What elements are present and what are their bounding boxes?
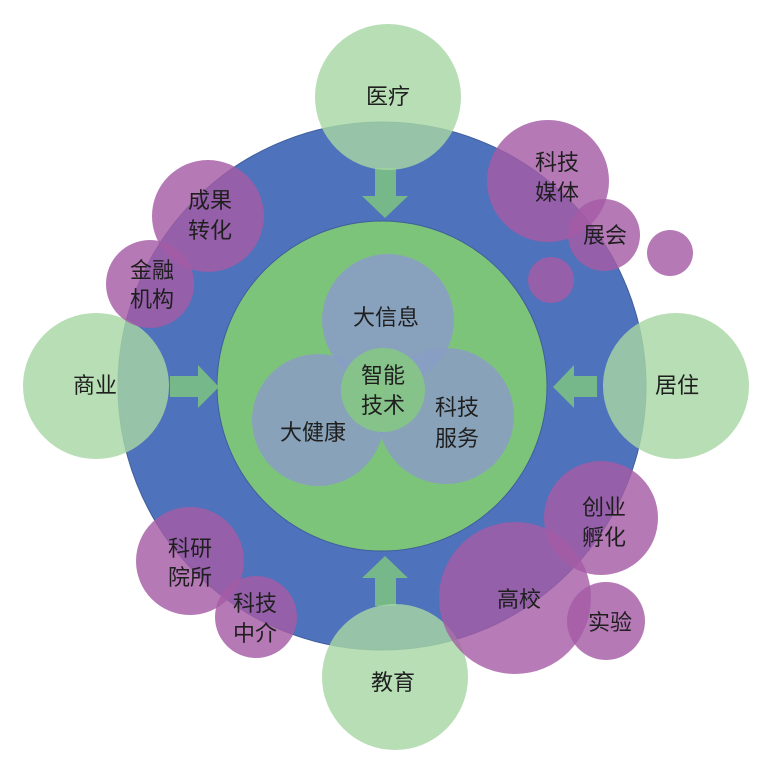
label-lab: 实验	[588, 611, 632, 636]
label-incubation-1: 创业	[582, 496, 626, 521]
bubble-achievement	[152, 160, 264, 272]
bubble-research	[136, 507, 244, 615]
bubble-finance	[106, 240, 194, 328]
arrows	[170, 168, 597, 606]
venn-center	[341, 348, 425, 432]
label-incubation-2: 孵化	[582, 526, 626, 551]
arrow-right	[553, 365, 597, 408]
label-finance-2: 机构	[130, 288, 174, 313]
label-core-center-2: 技术	[361, 394, 405, 419]
label-core-right-2: 服务	[435, 427, 479, 452]
label-achievement-1: 成果	[188, 189, 232, 214]
label-core-center-1: 智能	[361, 364, 405, 389]
label-finance-1: 金融	[130, 259, 174, 284]
label-research-1: 科研	[168, 537, 212, 562]
sector-bubble-top	[315, 24, 461, 170]
bubble-incubation	[544, 461, 658, 575]
arrow-bottom	[362, 556, 408, 606]
bubble-lab	[567, 582, 645, 660]
bubble-small-2	[528, 257, 574, 303]
arrow-left	[170, 365, 219, 408]
label-sector-left: 商业	[73, 374, 117, 399]
label-agency-2: 中介	[233, 622, 277, 647]
service-bubbles	[106, 120, 693, 674]
label-sector-top: 医疗	[366, 85, 410, 110]
bubble-university	[439, 522, 591, 674]
label-research-2: 院所	[168, 566, 212, 591]
label-media-1: 科技	[535, 151, 579, 176]
label-sector-right: 居住	[655, 374, 699, 399]
core-venn	[252, 254, 514, 486]
label-expo: 展会	[583, 224, 627, 249]
bubble-small-1	[647, 230, 693, 276]
label-agency-1: 科技	[233, 592, 277, 617]
label-core-top: 大信息	[353, 306, 419, 331]
sector-bubbles	[23, 24, 749, 750]
sector-bubble-right	[603, 313, 749, 459]
sector-bubble-bottom	[322, 604, 468, 750]
bubble-expo	[568, 199, 640, 271]
label-achievement-2: 转化	[188, 219, 232, 244]
bubble-agency	[215, 576, 297, 658]
arrow-top	[362, 168, 408, 218]
sector-bubble-left	[23, 313, 169, 459]
label-sector-bottom: 教育	[371, 671, 415, 696]
label-core-right-1: 科技	[435, 396, 479, 421]
labels: 大信息 大健康 科技 服务 智能 技术 医疗 商业 居住 教育 成果 转化 金融…	[73, 85, 699, 696]
label-media-2: 媒体	[535, 181, 579, 206]
label-core-left: 大健康	[280, 421, 346, 446]
label-university: 高校	[497, 588, 541, 613]
